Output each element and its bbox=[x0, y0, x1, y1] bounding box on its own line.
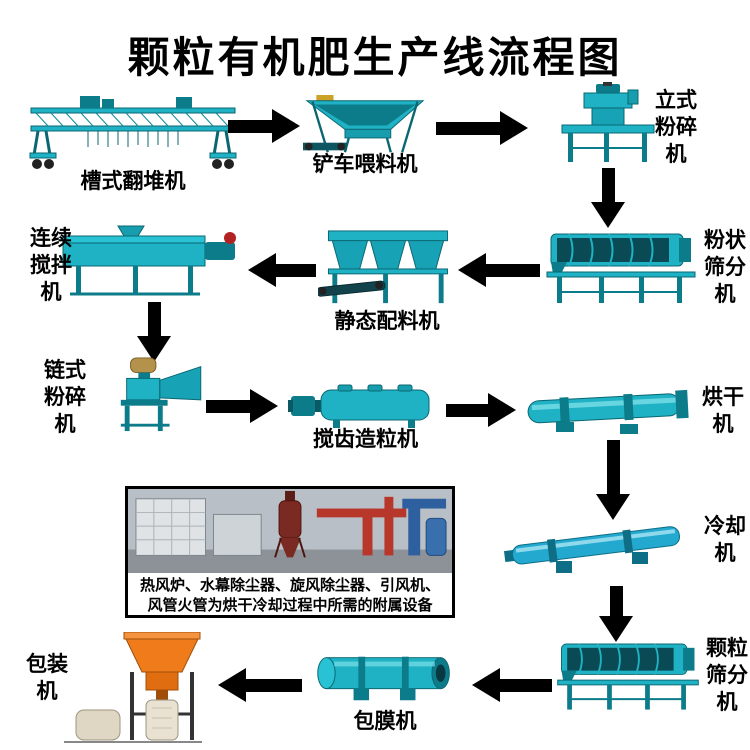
powder-screener-image bbox=[540, 222, 702, 307]
arrow-turner-to-feeder bbox=[228, 108, 300, 144]
arrow-screener-to-coating bbox=[472, 668, 552, 702]
arrow-crusher-to-powder-screener bbox=[589, 168, 627, 228]
label-vertical-crusher: 立式粉碎机 bbox=[655, 89, 697, 166]
vertical-crusher-image bbox=[556, 82, 656, 164]
cooler-image bbox=[504, 505, 702, 583]
chain-crusher-image bbox=[100, 355, 205, 433]
arrow-batcher-to-mixer bbox=[248, 252, 316, 288]
dryer-image bbox=[524, 382, 696, 437]
continuous-mixer-image bbox=[58, 224, 243, 299]
label-cooler: 冷却机 bbox=[704, 515, 746, 565]
label-static-batcher: 静态配料机 bbox=[334, 310, 440, 333]
coating-machine-image bbox=[304, 648, 466, 708]
auxiliary-equipment-photo bbox=[128, 489, 452, 573]
loader-feeder-image bbox=[300, 95, 430, 157]
granulator-image bbox=[288, 380, 443, 430]
label-granulator: 搅齿造粒机 bbox=[313, 428, 418, 451]
arrow-dryer-to-cooler bbox=[594, 440, 632, 520]
auxiliary-note-line2: 风管火管为烘干冷却过程中所需的附属设备 bbox=[147, 597, 433, 615]
auxiliary-note-line1: 热风炉、水幕除尘器、旋风除尘器、引风机、 bbox=[139, 577, 440, 594]
label-granule-screener: 颗粒筛分机 bbox=[706, 637, 748, 714]
auxiliary-equipment-photo-box: 热风炉、水幕除尘器、旋风除尘器、引风机、 风管火管为烘干冷却过程中所需的附属设备 bbox=[125, 486, 455, 618]
arrow-coating-to-packing bbox=[218, 668, 302, 702]
granule-screener-image bbox=[552, 632, 704, 714]
arrow-cooler-to-granule-screener bbox=[597, 586, 635, 642]
label-coating-machine: 包膜机 bbox=[353, 710, 417, 733]
arrow-mixer-to-chain-crusher bbox=[135, 302, 173, 362]
label-packing-machine: 包装机 bbox=[26, 653, 68, 703]
arrow-feeder-to-crusher bbox=[436, 110, 528, 146]
arrow-screener-to-batcher bbox=[458, 252, 540, 288]
label-powder-screener: 粉状筛分机 bbox=[704, 229, 746, 306]
label-trough-turner: 槽式翻堆机 bbox=[80, 170, 186, 193]
arrow-granulator-to-dryer bbox=[446, 392, 516, 428]
static-batcher-image bbox=[318, 228, 456, 308]
label-continuous-mixer: 连续搅拌机 bbox=[30, 227, 72, 304]
page-title: 颗粒有机肥生产线流程图 bbox=[127, 36, 623, 82]
label-loader-feeder: 铲车喂料机 bbox=[312, 153, 418, 176]
arrow-chain-crusher-to-granulator bbox=[206, 388, 278, 424]
label-dryer: 烘干机 bbox=[702, 386, 744, 436]
auxiliary-note: 热风炉、水幕除尘器、旋风除尘器、引风机、 风管火管为烘干冷却过程中所需的附属设备 bbox=[128, 573, 452, 617]
label-chain-crusher: 链式粉碎机 bbox=[44, 359, 86, 436]
trough-turner-image bbox=[28, 88, 238, 173]
packing-machine-image bbox=[58, 632, 208, 747]
